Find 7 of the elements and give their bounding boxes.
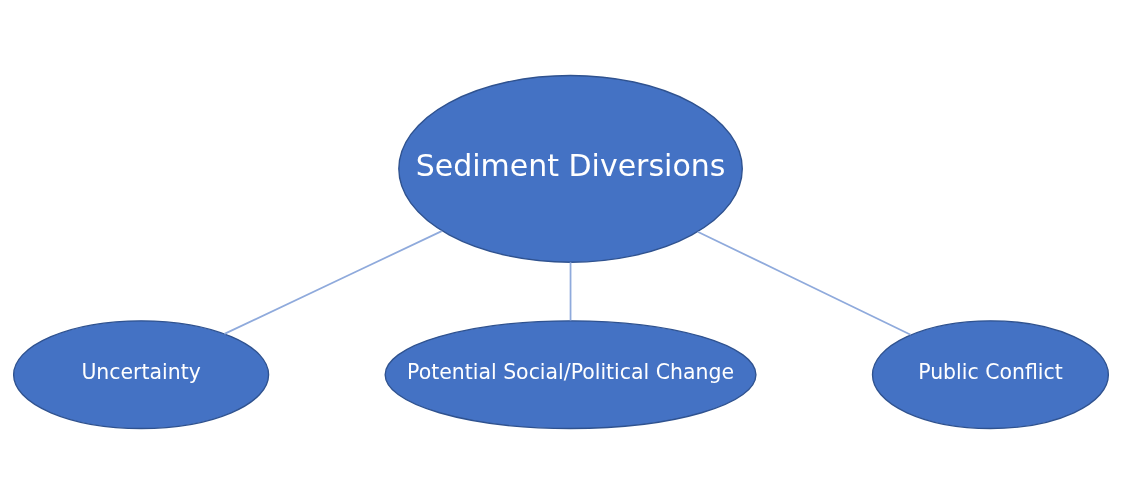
node-ellipse: Uncertainty <box>12 320 270 430</box>
connector <box>696 230 912 336</box>
node-ellipse: Potential Social/Political Change <box>384 320 757 430</box>
node-ellipse: Public Conflict <box>871 320 1110 430</box>
node-ellipse: Sediment Diversions <box>398 74 743 263</box>
connector <box>569 261 572 322</box>
connector <box>223 230 443 335</box>
